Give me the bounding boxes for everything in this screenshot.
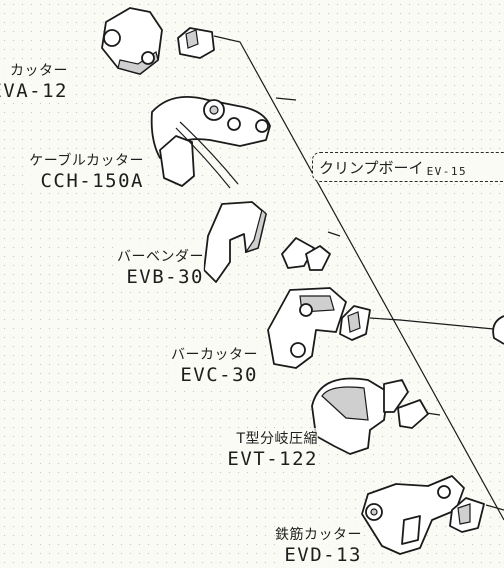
label-evb-30-code: EVB-30: [126, 266, 204, 288]
part-drawing-evd-13: [361, 475, 485, 555]
part-drawing-evc-30: [267, 287, 371, 369]
label-eva-12-name: カッター: [10, 63, 68, 79]
label-cch-150a: ケーブルカッター CCH-150A: [29, 150, 144, 192]
label-evd-13: 鉄筋カッター EVD-13: [275, 524, 362, 566]
label-eva-12-code: EVA-12: [0, 80, 68, 102]
label-evd-13-code: EVD-13: [284, 544, 362, 566]
part-drawing-evt-122: [311, 377, 429, 455]
part-drawing-eva-12: [101, 7, 215, 75]
label-cch-150a-code: CCH-150A: [40, 170, 144, 192]
tool-name: クリンプボーイ: [319, 158, 424, 177]
label-evb-30: バーベンダー EVB-30: [117, 246, 204, 288]
label-evt-122: T型分岐圧縮 EVT-122: [227, 428, 318, 470]
leader-lines: [213, 35, 504, 521]
tool-model: EV-15: [426, 164, 468, 178]
label-evt-122-code: EVT-122: [227, 448, 318, 470]
label-evb-30-name: バーベンダー: [117, 249, 204, 265]
label-evc-30-code: EVC-30: [180, 364, 258, 386]
label-eva-12: カッター EVA-12: [0, 60, 68, 102]
label-evt-122-name: T型分岐圧縮: [236, 431, 318, 447]
label-evd-13-name: 鉄筋カッター: [275, 527, 362, 543]
part-drawing-tool-edge: [492, 315, 504, 345]
tool-callout: クリンプボーイ EV-15: [312, 152, 504, 182]
label-evc-30-name: バーカッター: [171, 347, 258, 363]
part-drawing-evb-30: [203, 201, 331, 283]
label-evc-30: バーカッター EVC-30: [171, 344, 258, 386]
label-cch-150a-name: ケーブルカッター: [29, 153, 144, 169]
part-drawing-cch-150a: [150, 96, 271, 189]
